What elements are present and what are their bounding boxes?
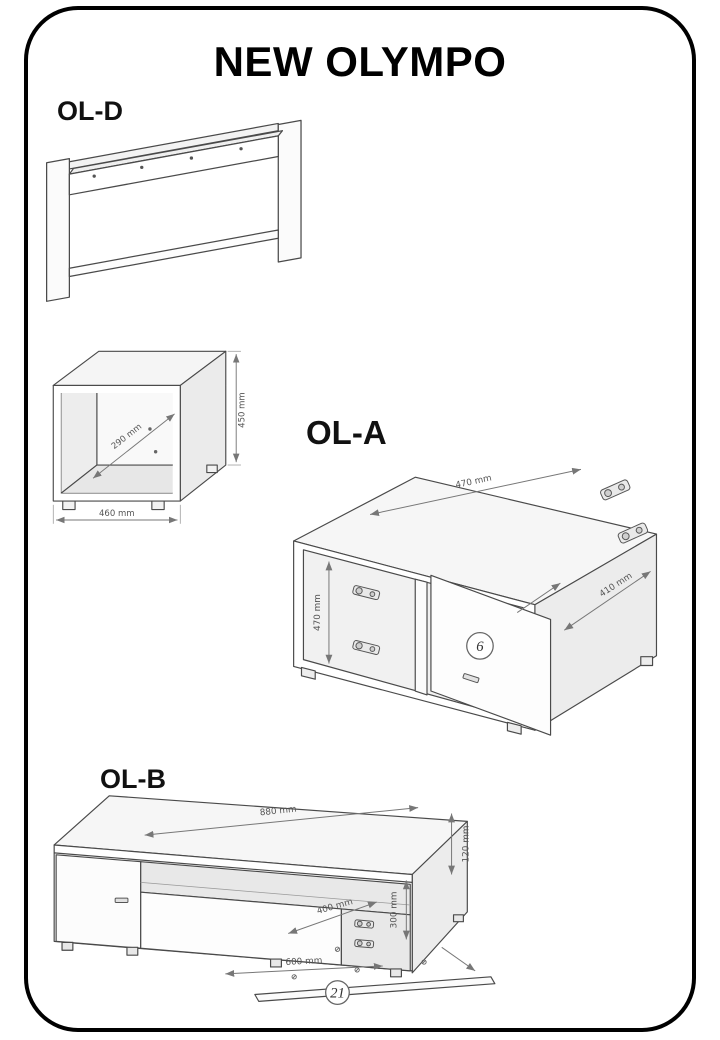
dim-label-shelf-width: 600 mm (285, 956, 322, 968)
foot (62, 500, 76, 511)
foot (269, 958, 282, 968)
part-number-badge: 6 (466, 632, 494, 660)
foot (452, 914, 464, 923)
foot (61, 941, 74, 951)
olb-tv-stand-drawing: 21 880 mm 120 mm 300 mm 400 mm 600 mm (53, 795, 496, 1005)
section-label-old: OL-D (57, 96, 123, 126)
foot (126, 946, 139, 956)
hinge-icon (354, 919, 375, 929)
shelf-pin-hole (148, 427, 152, 431)
detached-door (430, 574, 552, 736)
foot (640, 656, 654, 667)
hinge-icon (617, 522, 649, 544)
foot (389, 968, 402, 978)
old-hanging-frame-drawing (46, 119, 302, 302)
svg-text:6: 6 (476, 639, 484, 655)
hinge-hardware-group (352, 479, 649, 655)
door-handle (114, 897, 129, 904)
screw-hole (92, 174, 96, 178)
wall-frame (46, 119, 302, 302)
center-divider (414, 578, 428, 696)
hinge-icon (354, 939, 375, 949)
ola-cabinet-drawing: 6 470 mm 470 mm 410 mm (293, 467, 658, 736)
section-label-ola: OL-A (306, 414, 387, 451)
old-cabinet-box-drawing: 450 mm 290 mm 460 mm (52, 350, 248, 524)
screw-hole (239, 147, 243, 151)
dim-label-lower-height: 300 mm (389, 891, 399, 928)
svg-text:21: 21 (330, 985, 345, 1001)
hinge-icon (352, 640, 381, 655)
foot (151, 500, 165, 511)
foot (506, 721, 522, 735)
dim-label-front-height: 470 mm (313, 594, 323, 631)
dim-label-top: 470 mm (455, 473, 493, 490)
hinge-icon (600, 479, 631, 501)
screw-hole (189, 156, 194, 160)
hinge-icon (352, 585, 381, 601)
detached-shelf (254, 976, 496, 1002)
part-number-badge: 21 (325, 980, 350, 1005)
door-handle (462, 673, 480, 684)
dim-label-niche-height: 120 mm (461, 826, 471, 863)
screw-hole (140, 165, 144, 170)
dim-label-height: 450 mm (238, 392, 248, 428)
tv-stand-body (53, 795, 468, 978)
shelf-pin-hole (153, 450, 158, 454)
foot (300, 666, 316, 680)
right-opening (340, 908, 411, 972)
foot (206, 464, 218, 474)
dim-label-width: 460 mm (99, 509, 135, 519)
page-title: NEW OLYMPO (213, 38, 507, 85)
section-label-olb: OL-B (100, 764, 166, 794)
dim-label-width: 880 mm (259, 805, 297, 819)
